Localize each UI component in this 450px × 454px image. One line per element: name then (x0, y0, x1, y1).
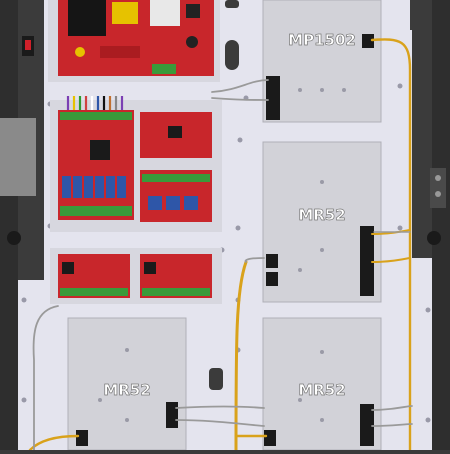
terminal-block-top (152, 64, 176, 74)
cable-yellow-bottom-left (28, 434, 80, 452)
controller-board (58, 110, 134, 220)
reader-b-relay-c (184, 196, 198, 210)
heatsink (150, 0, 180, 26)
cable-gray-left (32, 305, 59, 451)
mount-hole-left (7, 231, 21, 245)
tamper-switch-stud-a (435, 175, 441, 181)
module-board-top (262, 0, 382, 123)
module-connectors (76, 34, 374, 446)
terminal-strip-reader-b (142, 174, 210, 182)
cable-gray-g (371, 423, 413, 427)
module-board-holes (98, 88, 346, 422)
transformer (68, 0, 106, 36)
backplate-slot-top (225, 0, 239, 8)
cable-yellow-center (234, 260, 248, 452)
capacitor-a (75, 47, 85, 57)
tamper-switch (430, 168, 446, 208)
terminal-strip-controller-top (60, 112, 132, 120)
cable-gray-d (175, 405, 265, 409)
backplate-slot-lower (209, 368, 223, 390)
reader-b-relay-b (166, 196, 180, 210)
capacitor-b (186, 36, 198, 48)
reader-b-relay-a (148, 196, 162, 210)
cable-yellow-right (370, 38, 412, 452)
side-mount-bracket (0, 118, 36, 196)
power-switch-rocker (25, 40, 31, 50)
tamper-switch-stud-b (435, 191, 441, 197)
microcontroller-chip (90, 140, 110, 160)
backplate-notch (410, 0, 420, 30)
cable-yellow-branch-b (371, 257, 411, 263)
io-b-chip (144, 262, 156, 274)
relay-top (186, 4, 200, 18)
reader-a-chip (168, 126, 182, 138)
cable-gray-b (211, 97, 269, 101)
cable-gray-f (371, 405, 413, 411)
terminal-strip-controller (60, 206, 132, 216)
cable-gray-c (244, 257, 265, 263)
enclosure-left-wall (0, 0, 18, 450)
label-mr52-middle: MR52 (298, 206, 345, 224)
ribbon-wires (66, 96, 124, 110)
terminal-strip-io-b (142, 288, 210, 296)
cable-gray-a (211, 79, 269, 93)
relay-row (62, 176, 126, 198)
enclosure-right-wall (432, 0, 450, 450)
cable-gray-e (175, 419, 265, 427)
label-mp1502: MP1502 (288, 31, 356, 49)
capacitor-block (112, 2, 138, 24)
terminal-strip-io-a (60, 288, 128, 296)
mount-hole-right (427, 231, 441, 245)
label-mr52-bottom-left: MR52 (103, 381, 150, 399)
label-mr52-bottom-right: MR52 (298, 381, 345, 399)
board-trace-area (100, 46, 140, 58)
io-a-chip (62, 262, 74, 274)
backplate-slot (225, 40, 239, 70)
cables (28, 38, 413, 452)
